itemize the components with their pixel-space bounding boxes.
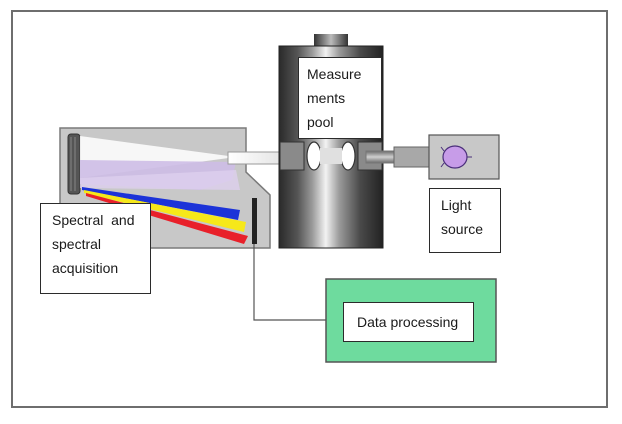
measurement-pool-line-2: ments (307, 90, 346, 106)
spectral-acquisition-label: Spectral and spectral acquisition (40, 203, 151, 294)
data-processing-text: Data processing (357, 314, 459, 330)
spectral-line-1: Spectral and (52, 212, 135, 228)
data-processing-label: Data processing (343, 302, 474, 342)
light-source-label: Light source (429, 188, 501, 253)
measurement-pool-line-3: pool (307, 114, 334, 130)
entry-beam-tube (365, 150, 397, 164)
light-source-line-2: source (441, 221, 484, 237)
spectral-line-3: acquisition (52, 260, 119, 276)
light-bulb-icon (393, 134, 500, 180)
measurement-pool-line-1: Measure (307, 66, 362, 82)
light-source-line-1: Light (441, 197, 472, 213)
measurement-pool-label: Measure ments pool (298, 57, 382, 139)
exit-beam-tube (227, 151, 281, 165)
spectral-line-2: spectral (52, 236, 102, 252)
signal-cable (253, 244, 326, 321)
